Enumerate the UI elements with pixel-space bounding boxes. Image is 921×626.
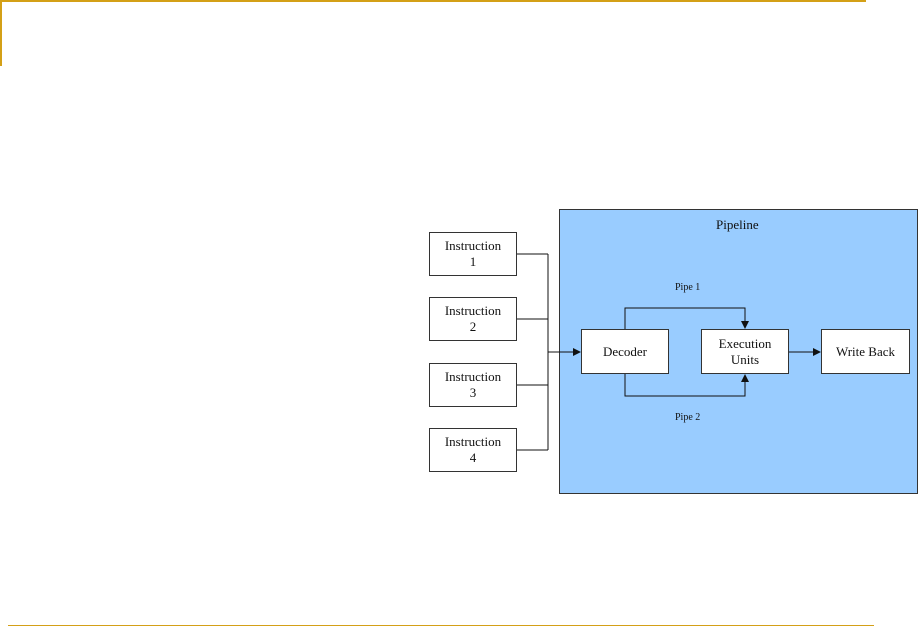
pipe-2-path xyxy=(624,374,749,397)
instruction-box-3: Instruction 3 xyxy=(429,363,517,407)
write-back-box: Write Back xyxy=(821,329,910,374)
slide-top-border xyxy=(0,0,866,2)
pipe-1-path xyxy=(624,307,749,329)
instruction-box-1: Instruction 1 xyxy=(429,232,517,276)
pipe-1-label: Pipe 1 xyxy=(675,282,701,293)
slide-left-border xyxy=(0,0,2,66)
decoder-box: Decoder xyxy=(581,329,669,374)
execution-units-box: Execution Units xyxy=(701,329,789,374)
pipeline-title: Pipeline xyxy=(716,217,759,232)
instruction-box-4: Instruction 4 xyxy=(429,428,517,472)
instruction-box-2: Instruction 2 xyxy=(429,297,517,341)
pipe-2-label: Pipe 2 xyxy=(675,412,701,423)
